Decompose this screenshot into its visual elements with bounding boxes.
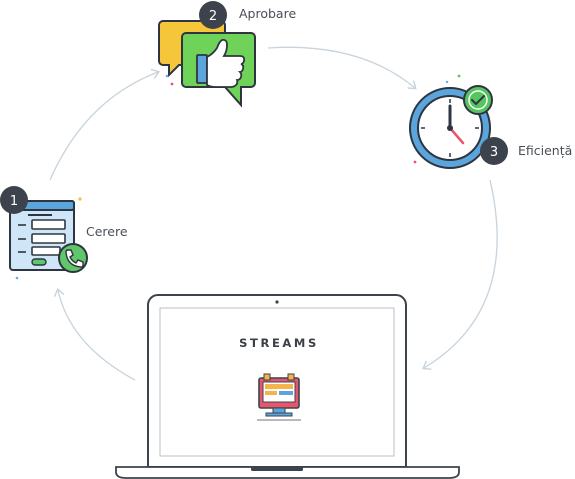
arrow-eficienta-to-laptop [424, 179, 498, 368]
laptop: STREAMS [115, 294, 460, 479]
step-3-badge [480, 137, 508, 165]
step-2-number: 2 [209, 9, 217, 24]
step-aprobare: 2 Aprobare [158, 1, 296, 108]
clock-check-icon [409, 74, 493, 169]
step-3-label: Eficiență [518, 143, 572, 158]
laptop-camera [275, 300, 279, 304]
step-2-badge [199, 1, 227, 29]
arrow-cerere-to-aprobare [49, 72, 158, 181]
cycle-arrows [49, 46, 498, 381]
laptop-brand: STREAMS [239, 336, 319, 350]
arrow-laptop-to-cerere [58, 290, 136, 381]
step-1-label: Cerere [86, 224, 128, 239]
step-cerere: 1 Cerere [0, 186, 128, 280]
step-1-number: 1 [10, 194, 18, 209]
step-2-label: Aprobare [239, 6, 296, 21]
laptop-base [115, 466, 460, 479]
step-eficienta: 3 Eficiență [409, 74, 572, 169]
monitor-app-icon [257, 373, 301, 421]
thumbs-up-chat-icon [158, 20, 256, 108]
step-1-badge [0, 186, 28, 214]
arrow-aprobare-to-eficienta [267, 46, 415, 88]
laptop-notch [251, 467, 303, 471]
step-3-number: 3 [490, 145, 498, 160]
request-form-phone-icon [9, 197, 88, 280]
